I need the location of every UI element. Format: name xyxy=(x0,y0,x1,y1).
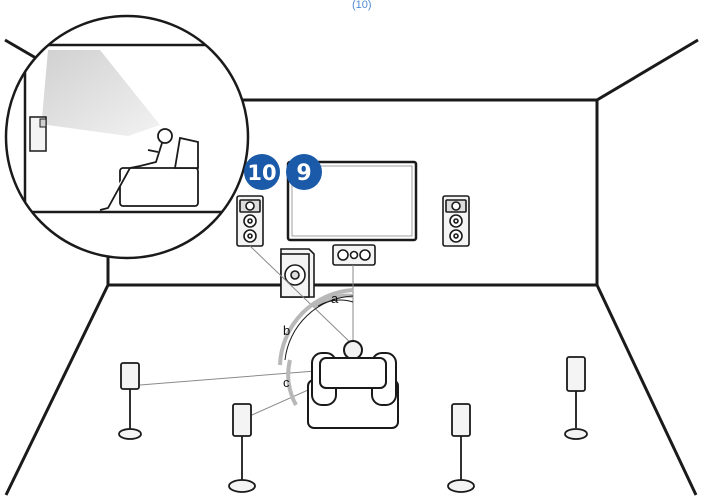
angle-arc-c xyxy=(286,359,298,406)
badge-9: 9 xyxy=(286,154,322,190)
angle-label-c: c xyxy=(283,375,290,390)
badge-10-label: 10 xyxy=(247,161,276,185)
front-left-speaker xyxy=(236,195,264,247)
surround-back-left-speaker xyxy=(228,403,256,493)
badge-9-label: 9 xyxy=(296,161,311,186)
badge-10-circle xyxy=(244,154,280,190)
surround-left-speaker xyxy=(118,362,142,440)
surround-right-speaker xyxy=(564,356,588,440)
tv-screen-inner xyxy=(291,165,413,237)
badge-9-circle xyxy=(286,154,322,190)
left-floor-edge xyxy=(4,284,110,496)
right-floor-edge xyxy=(595,284,698,496)
side-view-inset xyxy=(4,14,250,260)
tv-screen xyxy=(286,160,418,242)
surround-back-right-speaker xyxy=(447,403,475,493)
angle-arc-b xyxy=(278,288,354,366)
listener-head xyxy=(343,340,363,360)
front-right-speaker xyxy=(442,195,470,247)
listener-armchair xyxy=(307,340,399,429)
inset-listener xyxy=(99,128,199,211)
subwoofer xyxy=(280,248,315,298)
angle-label-a: a xyxy=(331,291,339,306)
center-speaker xyxy=(332,244,376,266)
header-fragment: (10) xyxy=(352,0,372,11)
badge-10: 10 xyxy=(244,154,280,190)
angle-label-b: b xyxy=(283,323,290,338)
sound-reflection-beam xyxy=(40,50,160,136)
right-wall-edge xyxy=(595,38,699,285)
